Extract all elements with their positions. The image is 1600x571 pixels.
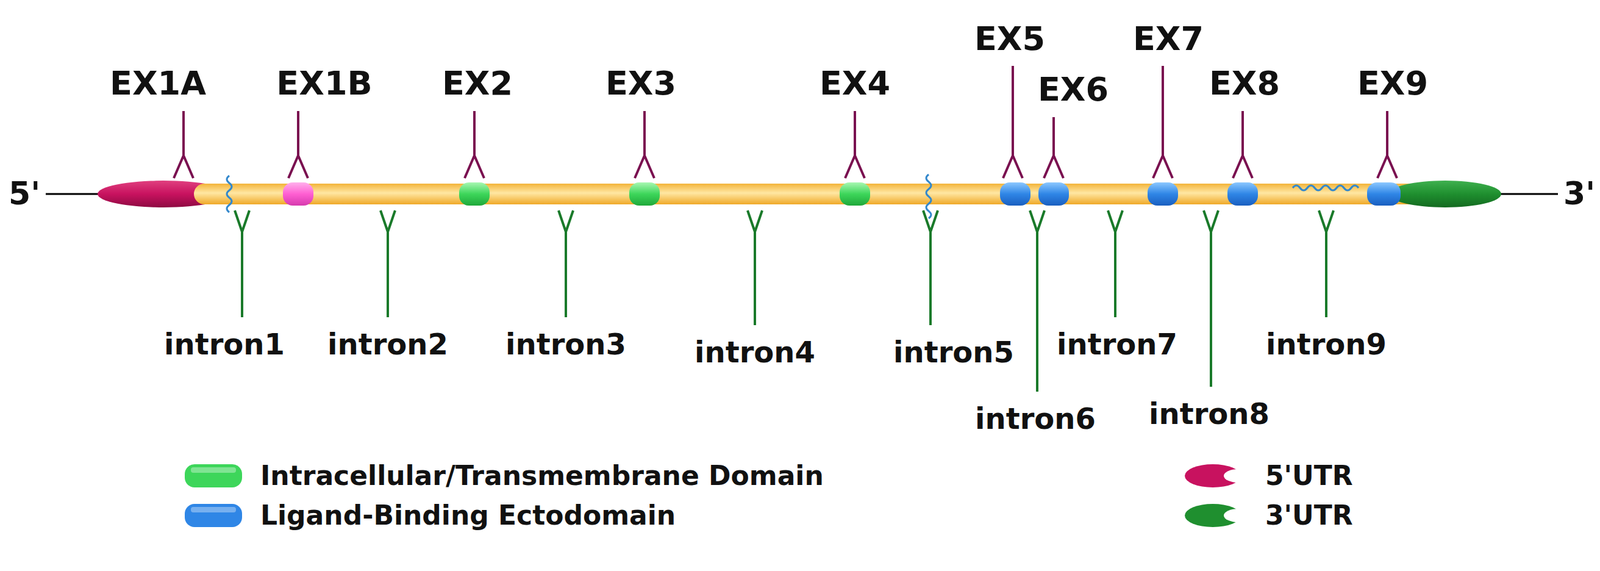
- leader-line: [464, 110, 485, 179]
- leader-line: [558, 210, 574, 318]
- exon-label: EX1A: [109, 65, 207, 102]
- exon-shape: [282, 182, 314, 206]
- exon-label: EX8: [1209, 65, 1280, 102]
- intron-label: intron2: [327, 328, 449, 361]
- exon-label: EX9: [1357, 65, 1429, 102]
- intron-label: intron9: [1265, 328, 1387, 361]
- legend-text: 5'UTR: [1265, 460, 1354, 491]
- exon-shape: [1367, 182, 1401, 206]
- end-label: 5': [8, 176, 41, 211]
- exon-shape: [839, 182, 871, 206]
- exon-shape: [459, 182, 490, 206]
- leader-line: [173, 110, 194, 179]
- leader-line: [634, 110, 655, 179]
- leader-line: [923, 210, 938, 325]
- exon-label: EX4: [819, 65, 891, 102]
- intron-label: intron8: [1148, 397, 1270, 430]
- leader-line: [1377, 110, 1397, 179]
- legend-text: Ligand-Binding Ectodomain: [260, 500, 676, 530]
- swatch-highlight: [190, 506, 236, 513]
- exon-shape: [1227, 182, 1258, 206]
- exon-label: EX2: [442, 65, 513, 102]
- legend-swatch-box: [1183, 501, 1245, 529]
- wavy-break: [1292, 185, 1359, 191]
- leader-line: [380, 210, 396, 318]
- exon-shape: [629, 182, 660, 206]
- exon-shape: [1000, 182, 1031, 206]
- legend-text: 3'UTR: [1265, 500, 1354, 530]
- leader-line: [1318, 210, 1334, 318]
- leader-line: [845, 110, 865, 179]
- intron-label: intron5: [893, 335, 1015, 369]
- exon-label: EX5: [974, 20, 1046, 57]
- leader-line: [1107, 210, 1123, 318]
- intron-label: intron3: [505, 328, 627, 361]
- legend-swatch-box: [183, 501, 245, 529]
- leader-line: [1232, 110, 1253, 179]
- leader-line: [1153, 65, 1173, 179]
- leader-line: [1003, 65, 1023, 179]
- leader-line: [1029, 210, 1045, 392]
- swatch-notch: [1223, 468, 1245, 483]
- legend-swatch: [184, 464, 243, 488]
- exon-label: EX1B: [276, 65, 372, 102]
- exon-shape: [1038, 182, 1069, 206]
- leader-line: [234, 210, 250, 318]
- leader-line: [1203, 210, 1219, 387]
- end-label: 3': [1563, 176, 1596, 211]
- swatch-notch: [1223, 508, 1245, 522]
- intron-label: intron7: [1056, 328, 1178, 361]
- wavy-break: [226, 175, 232, 213]
- legend-swatch-box: [183, 462, 245, 490]
- legend-text: Intracellular/Transmembrane Domain: [260, 460, 824, 491]
- legend-swatch: [184, 503, 243, 527]
- exon-label: EX6: [1037, 71, 1109, 108]
- leader-line: [747, 210, 763, 325]
- wavy-break: [926, 174, 932, 219]
- exon-label: EX7: [1132, 20, 1204, 57]
- leader-line: [1043, 117, 1064, 179]
- utr3-shape: [1389, 180, 1502, 208]
- exon-shape: [1147, 182, 1179, 206]
- leader-line: [288, 110, 308, 179]
- intron-label: intron4: [694, 335, 816, 369]
- exon-label: EX3: [605, 65, 677, 102]
- intron-label: intron1: [164, 328, 285, 361]
- swatch-highlight: [190, 467, 236, 473]
- intron-label: intron6: [975, 402, 1096, 435]
- legend-swatch-box: [1183, 462, 1245, 490]
